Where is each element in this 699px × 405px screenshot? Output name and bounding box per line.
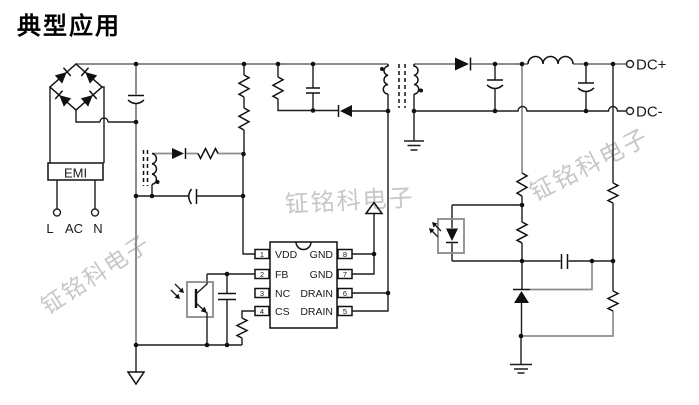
primary-ground-arrow xyxy=(126,371,146,386)
output-rectifier-filter: DC+ DC- xyxy=(404,55,667,151)
pin-6-number: 6 xyxy=(343,289,347,298)
pin-7-number: 7 xyxy=(343,270,347,279)
pin-4-number: 4 xyxy=(260,307,264,316)
bulk-capacitor xyxy=(127,94,145,105)
ac-terminal-l xyxy=(52,208,62,217)
led-bias-resistor xyxy=(515,221,529,244)
snubber-clamp xyxy=(271,64,388,117)
dc-plus-terminal xyxy=(625,59,635,69)
pin-drain5-label: DRAIN xyxy=(300,306,333,318)
transformer-core xyxy=(398,64,406,108)
feedback-network xyxy=(429,64,620,374)
bridge-diode-bottom-right xyxy=(80,90,98,107)
watermark-center: 钲铭科电子 xyxy=(284,185,415,219)
secondary-ground xyxy=(404,111,424,151)
watermark-right: 钲铭科电子 xyxy=(526,124,654,207)
pin-gnd8-label: GND xyxy=(310,249,334,261)
pin-5-number: 5 xyxy=(343,307,347,316)
pin-vdd-label: VDD xyxy=(275,249,298,261)
page-title: 典型应用 xyxy=(17,12,121,40)
pin-2-number: 2 xyxy=(260,270,264,279)
transformer xyxy=(380,64,423,293)
ac-n-label: N xyxy=(93,221,102,236)
ic-notch xyxy=(295,241,312,251)
regulator-ground xyxy=(510,363,532,374)
ac-label: AC xyxy=(65,221,83,236)
output-inductor xyxy=(527,55,574,65)
opto-led-box xyxy=(437,218,465,254)
divider-lower-resistor xyxy=(606,290,620,312)
junction-dots xyxy=(133,61,616,348)
pin-gnd7-label: GND xyxy=(310,269,334,281)
aux-polarity-dot xyxy=(155,180,160,184)
fb-capacitor xyxy=(218,292,236,301)
output-cap-2 xyxy=(577,82,595,93)
bridge-diode-top-left xyxy=(54,67,72,84)
bridge-diode-bottom-left xyxy=(54,90,72,107)
gnd-arrow-symbol xyxy=(364,201,384,215)
pin-1-number: 1 xyxy=(260,250,264,259)
ac-l-label: L xyxy=(46,221,53,236)
primary-polarity-dot xyxy=(380,67,384,71)
output-diode xyxy=(455,57,469,71)
aux-diode xyxy=(172,148,184,159)
emi-label: EMI xyxy=(64,166,87,181)
pin-8-number: 8 xyxy=(343,250,347,259)
controller-ic: 1 2 3 4 8 7 6 5 VDD FB NC CS GND GND DRA… xyxy=(254,201,389,329)
pin-3-number: 3 xyxy=(260,289,264,298)
shunt-regulator xyxy=(514,291,529,303)
vdd-capacitor xyxy=(188,188,198,205)
bridge-diode-top-right xyxy=(80,67,98,84)
pin-nc-label: NC xyxy=(275,288,291,300)
dc-minus-terminal xyxy=(625,106,635,116)
watermark-bottom-left: 钲铭科电子 xyxy=(36,229,155,319)
dc-plus-label: DC+ xyxy=(636,57,667,74)
aux-resistor xyxy=(197,146,219,161)
cs-resistor xyxy=(235,317,249,339)
fb-series-resistor xyxy=(515,172,529,197)
opto-transistor-box xyxy=(186,281,214,318)
divider-upper-resistor xyxy=(606,182,620,204)
pin-fb-label: FB xyxy=(275,269,288,281)
opto-led xyxy=(446,228,458,241)
startup-resistors xyxy=(237,64,251,154)
dc-minus-label: DC- xyxy=(636,104,663,121)
secondary-winding xyxy=(413,64,420,95)
output-cap-1 xyxy=(486,79,504,90)
secondary-polarity-dot xyxy=(419,88,423,93)
primary-winding xyxy=(382,64,389,95)
bridge-rectifier xyxy=(48,62,136,123)
aux-winding-supply xyxy=(136,146,255,255)
ac-terminal-n xyxy=(90,208,100,217)
pin-drain6-label: DRAIN xyxy=(300,288,333,300)
tl431-comp-cap xyxy=(560,254,569,269)
power-rails xyxy=(76,63,627,345)
emi-filter: EMI L AC N xyxy=(46,86,105,236)
snubber-diode xyxy=(340,105,352,117)
pin-cs-label: CS xyxy=(275,306,290,318)
fb-cs-network xyxy=(126,273,255,386)
